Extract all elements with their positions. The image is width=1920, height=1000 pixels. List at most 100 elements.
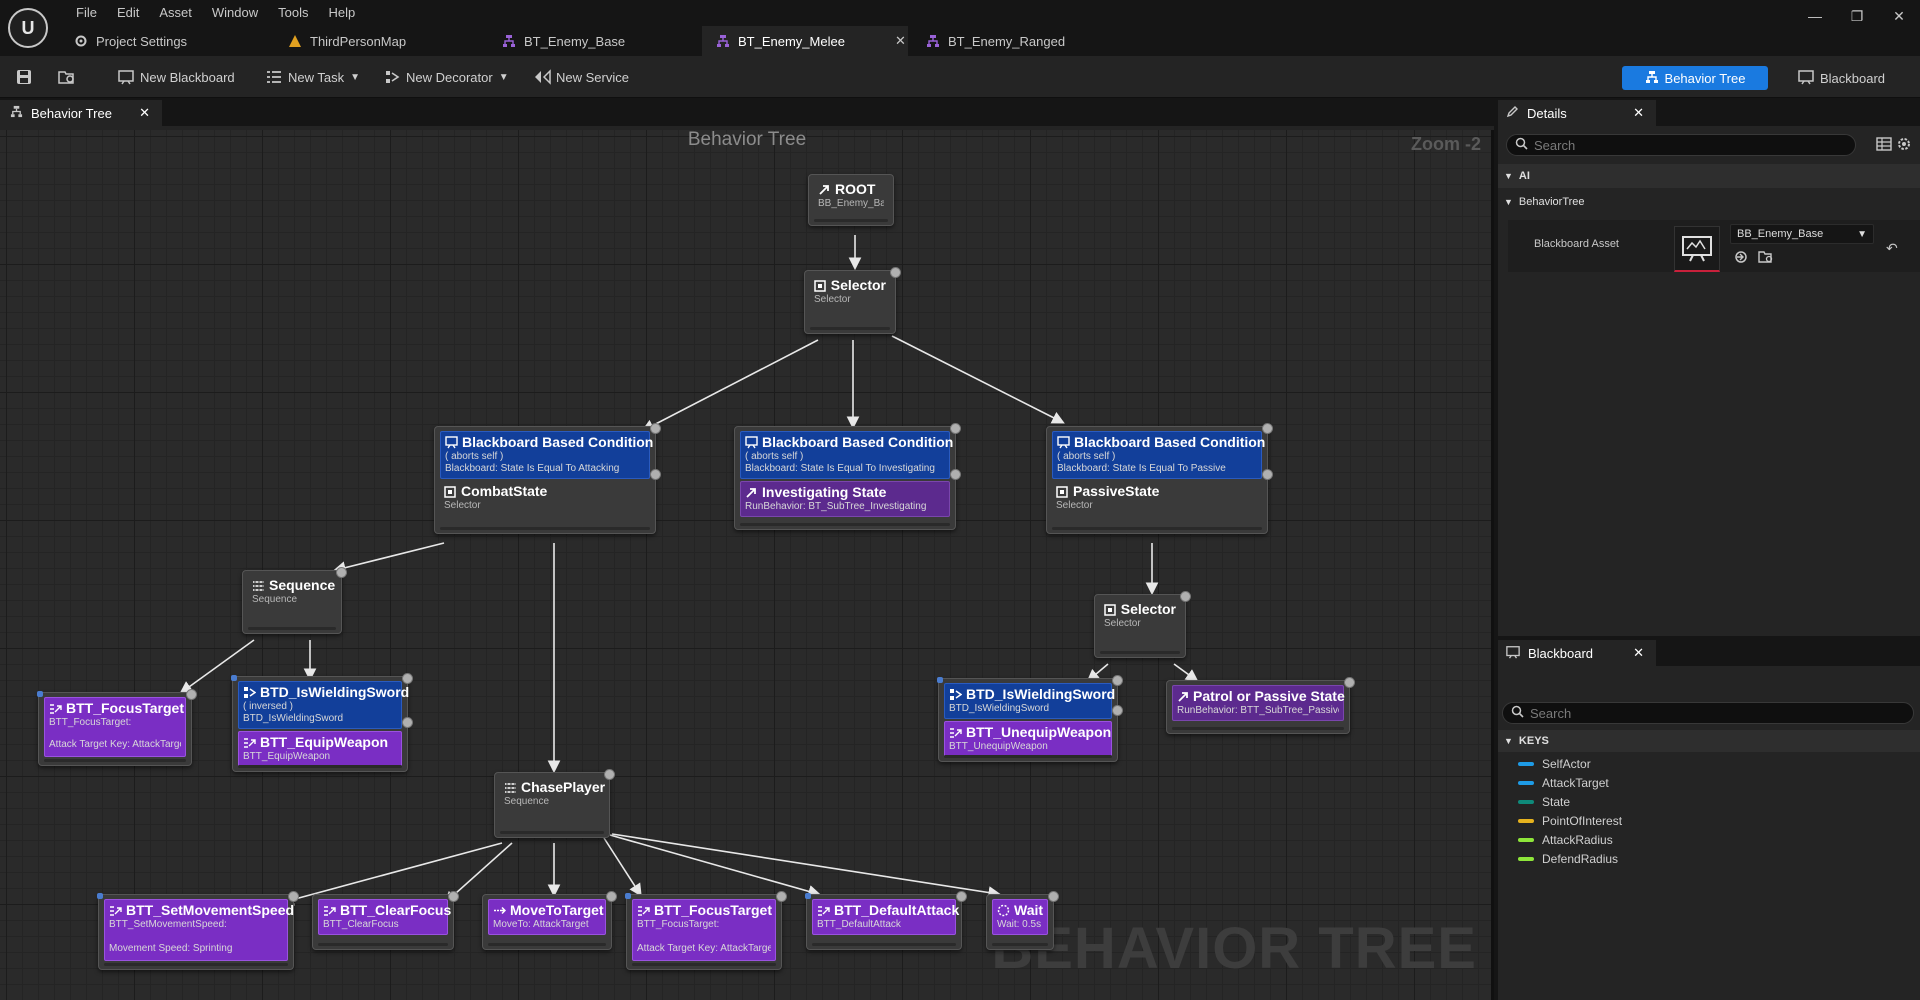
output-pin[interactable] <box>606 891 617 902</box>
key-name: AttackTarget <box>1542 775 1609 790</box>
output-pin[interactable] <box>402 673 413 684</box>
new-blackboard-button[interactable]: New Blackboard <box>118 66 235 88</box>
table-view-icon[interactable] <box>1876 136 1892 155</box>
blackboard-search-input[interactable]: Search <box>1502 702 1914 724</box>
focus-target-node[interactable]: BTT_FocusTarget BTT_FocusTarget: Attack … <box>625 891 787 970</box>
chase-player-node[interactable]: ChasePlayer Sequence <box>494 769 615 838</box>
menu-file[interactable]: File <box>76 5 97 20</box>
menu-edit[interactable]: Edit <box>116 5 140 20</box>
close-tab-icon[interactable]: ✕ <box>139 105 150 120</box>
output-pin[interactable] <box>950 423 961 434</box>
sequence-node[interactable]: Sequence Sequence <box>242 567 347 634</box>
breakpoint-pin[interactable] <box>37 691 43 697</box>
decorator-pin[interactable] <box>650 469 661 480</box>
blackboard-key[interactable]: State <box>1518 792 1570 811</box>
blackboard-asset-thumbnail[interactable] <box>1674 226 1720 272</box>
output-pin[interactable] <box>1112 675 1123 686</box>
wait-node[interactable]: Wait Wait: 0.5s <box>986 891 1059 950</box>
edge <box>603 837 642 897</box>
blackboard-asset-dropdown[interactable]: BB_Enemy_Base ▼ <box>1730 224 1874 244</box>
breakpoint-pin[interactable] <box>231 675 237 681</box>
move-to-target-node[interactable]: MoveToTarget MoveTo: AttackTarget <box>482 891 617 950</box>
blackboard-key[interactable]: PointOfInterest <box>1518 811 1622 830</box>
close-tab-icon[interactable]: ✕ <box>1633 645 1644 660</box>
output-pin[interactable] <box>336 567 347 578</box>
graph-panel-tab[interactable]: Behavior Tree ✕ <box>0 100 162 126</box>
tab-thirdpersonmap[interactable]: ThirdPersonMap <box>274 26 474 56</box>
property-label: Blackboard Asset <box>1534 238 1619 250</box>
decorator-pin[interactable] <box>1262 469 1273 480</box>
use-selected-icon[interactable] <box>1734 250 1748 267</box>
blackboard-panel-tab[interactable]: Blackboard ✕ <box>1498 640 1656 666</box>
menu-asset[interactable]: Asset <box>159 5 192 20</box>
output-pin[interactable] <box>956 891 967 902</box>
decorator-pin[interactable] <box>402 717 413 728</box>
output-pin[interactable] <box>890 267 901 278</box>
breakpoint-pin[interactable] <box>97 893 103 899</box>
breakpoint-pin[interactable] <box>805 893 811 899</box>
default-attack-node[interactable]: BTT_DefaultAttack BTT_DefaultAttack <box>805 891 967 950</box>
behavior-tree-graph[interactable]: Behavior Tree Zoom -2 BEHAVIOR TREE <box>0 130 1494 1000</box>
menu-tools[interactable]: Tools <box>278 5 309 20</box>
combat-state-node[interactable]: Blackboard Based Condition ( aborts self… <box>434 423 661 534</box>
selector-node[interactable]: Selector Selector <box>804 267 901 334</box>
equip-weapon-node[interactable]: BTD_IsWieldingSword ( inversed ) BTD_IsW… <box>231 673 413 772</box>
menu-window[interactable]: Window <box>211 5 259 20</box>
output-pin[interactable] <box>448 891 459 902</box>
decorator-pin[interactable] <box>1112 705 1123 716</box>
keys-category[interactable]: ▼ KEYS <box>1498 730 1920 752</box>
blackboard-key[interactable]: SelfActor <box>1518 754 1591 773</box>
tab-project-settings[interactable]: Project Settings <box>60 26 260 56</box>
output-pin[interactable] <box>1180 591 1191 602</box>
decorator-pin[interactable] <box>950 469 961 480</box>
restore-icon[interactable]: ❐ <box>1850 8 1864 24</box>
tab-bt-enemy-base[interactable]: BT_Enemy_Base <box>488 26 698 56</box>
category-ai[interactable]: ▼ AI <box>1498 164 1920 188</box>
menu-help[interactable]: Help <box>328 5 356 20</box>
new-task-button[interactable]: New Task ▼ <box>266 66 360 88</box>
tab-bt-enemy-melee[interactable]: BT_Enemy_Melee ✕ <box>702 26 908 56</box>
key-type-swatch <box>1518 761 1534 766</box>
unreal-logo[interactable]: U <box>8 8 48 48</box>
close-tab-icon[interactable]: ✕ <box>1633 105 1644 120</box>
passive-state-node[interactable]: Blackboard Based Condition ( aborts self… <box>1046 423 1273 534</box>
set-movement-speed-node[interactable]: BTT_SetMovementSpeed BTT_SetMovementSpee… <box>97 891 299 970</box>
blackboard-key[interactable]: AttackRadius <box>1518 830 1613 849</box>
save-button[interactable] <box>16 66 32 88</box>
clear-focus-node[interactable]: BTT_ClearFocus BTT_ClearFocus <box>312 891 459 950</box>
output-pin[interactable] <box>1048 891 1059 902</box>
selector-node[interactable]: Selector Selector <box>1094 591 1191 658</box>
reset-to-default-icon[interactable]: ↶ <box>1886 240 1898 256</box>
browse-button[interactable] <box>58 66 74 88</box>
task-icon <box>109 904 122 917</box>
output-pin[interactable] <box>288 891 299 902</box>
tab-bt-enemy-ranged[interactable]: BT_Enemy_Ranged <box>912 26 1122 56</box>
unequip-weapon-node[interactable]: BTD_IsWieldingSword BTD_IsWieldingSword … <box>937 675 1123 762</box>
focus-target-node[interactable]: BTT_FocusTarget BTT_FocusTarget: Attack … <box>37 689 197 766</box>
root-node[interactable]: ROOT BB_Enemy_Base <box>808 174 894 226</box>
close-tab-icon[interactable]: ✕ <box>894 33 906 48</box>
output-pin[interactable] <box>1344 677 1355 688</box>
new-decorator-button[interactable]: New Decorator ▼ <box>384 66 509 88</box>
output-pin[interactable] <box>1262 423 1273 434</box>
details-panel-tab[interactable]: Details ✕ <box>1498 100 1656 126</box>
breakpoint-pin[interactable] <box>937 677 943 683</box>
details-search-input[interactable]: Search <box>1506 134 1856 156</box>
output-pin[interactable] <box>186 689 197 700</box>
blackboard-key[interactable]: AttackTarget <box>1518 773 1609 792</box>
output-pin[interactable] <box>776 891 787 902</box>
investigating-state-node[interactable]: Blackboard Based Condition ( aborts self… <box>734 423 961 530</box>
blackboard-mode-button[interactable]: Blackboard <box>1798 66 1904 90</box>
output-pin[interactable] <box>650 423 661 434</box>
blackboard-key[interactable]: DefendRadius <box>1518 849 1618 868</box>
close-window-icon[interactable]: ✕ <box>1893 8 1905 24</box>
behavior-tree-mode-button[interactable]: Behavior Tree <box>1622 66 1768 90</box>
output-pin[interactable] <box>604 769 615 780</box>
patrol-passive-node[interactable]: Patrol or Passive State RunBehavior: BTT… <box>1166 677 1355 734</box>
minimize-icon[interactable]: — <box>1808 8 1822 24</box>
breakpoint-pin[interactable] <box>625 893 631 899</box>
settings-icon[interactable] <box>1896 136 1912 155</box>
browse-asset-icon[interactable] <box>1758 250 1774 267</box>
new-service-button[interactable]: New Service <box>534 66 629 88</box>
category-behaviortree[interactable]: ▼ BehaviorTree <box>1498 190 1920 214</box>
